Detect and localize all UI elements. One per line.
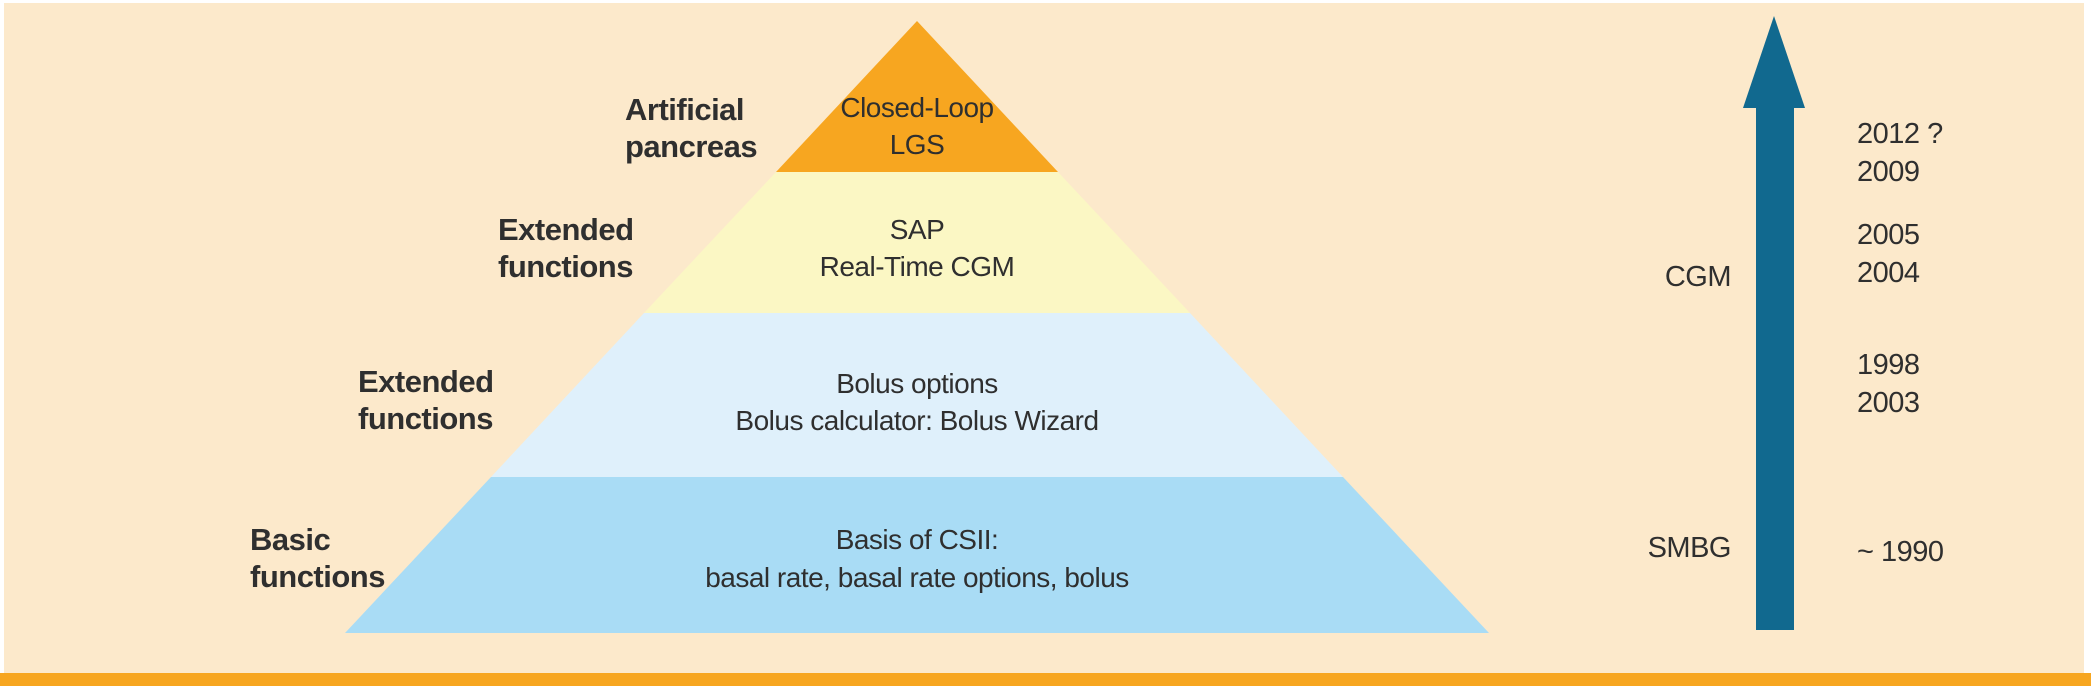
label-line: functions — [250, 559, 386, 594]
label-line: Extended — [498, 212, 634, 247]
label-line: Artificial — [625, 92, 745, 127]
label-line: functions — [498, 249, 633, 284]
label-line: pancreas — [625, 129, 758, 164]
pyramid-level-basic-functions — [345, 477, 1489, 633]
content-line: Basis of CSII: — [835, 524, 999, 555]
level-label-basic-functions: Basic functions — [250, 521, 386, 595]
timeline-years-bolus: 1998 2003 — [1857, 346, 1920, 422]
label-line: Basic — [250, 522, 331, 557]
level-content-basic-functions: Basis of CSII: basal rate, basal rate op… — [607, 521, 1227, 597]
year-line: 1998 — [1857, 349, 1920, 381]
content-line: LGS — [889, 129, 945, 160]
pyramid-level-extended-functions-lower — [491, 313, 1343, 477]
level-content-extended-functions-lower: Bolus options Bolus calculator: Bolus Wi… — [607, 365, 1227, 439]
timeline-marker-cgm: CGM — [1664, 261, 1732, 293]
timeline-marker-smbg: SMBG — [1647, 532, 1732, 564]
label-line: Extended — [358, 364, 494, 399]
level-label-artificial-pancreas: Artificial pancreas — [625, 91, 758, 165]
bottom-accent-bar — [0, 673, 2091, 686]
year-line: 2005 — [1857, 219, 1920, 251]
level-content-extended-functions-upper: SAP Real-Time CGM — [607, 211, 1227, 285]
year-line: 2009 — [1857, 156, 1920, 188]
timeline-years-sap-cgm: 2005 2004 — [1857, 216, 1920, 292]
year-line: ~ 1990 — [1857, 536, 1944, 568]
year-line: 2003 — [1857, 387, 1920, 419]
content-line: Real-Time CGM — [819, 251, 1015, 282]
content-line: basal rate, basal rate options, bolus — [705, 562, 1129, 593]
content-line: Bolus options — [836, 368, 998, 399]
level-label-extended-functions-upper: Extended functions — [498, 211, 634, 285]
timeline-arrow-shaft — [1756, 104, 1794, 630]
timeline-years-closed-loop: 2012 ? 2009 — [1857, 115, 1943, 191]
level-content-artificial-pancreas: Closed-Loop LGS — [607, 89, 1227, 163]
label-line: functions — [358, 401, 493, 436]
year-line: 2004 — [1857, 257, 1920, 289]
year-line: 2012 ? — [1857, 118, 1943, 150]
content-line: Bolus calculator: Bolus Wizard — [735, 405, 1099, 436]
level-label-extended-functions-lower: Extended functions — [358, 363, 494, 437]
timeline-years-basic: ~ 1990 — [1857, 533, 1944, 571]
content-line: Closed-Loop — [840, 92, 994, 123]
content-line: SAP — [889, 214, 945, 245]
